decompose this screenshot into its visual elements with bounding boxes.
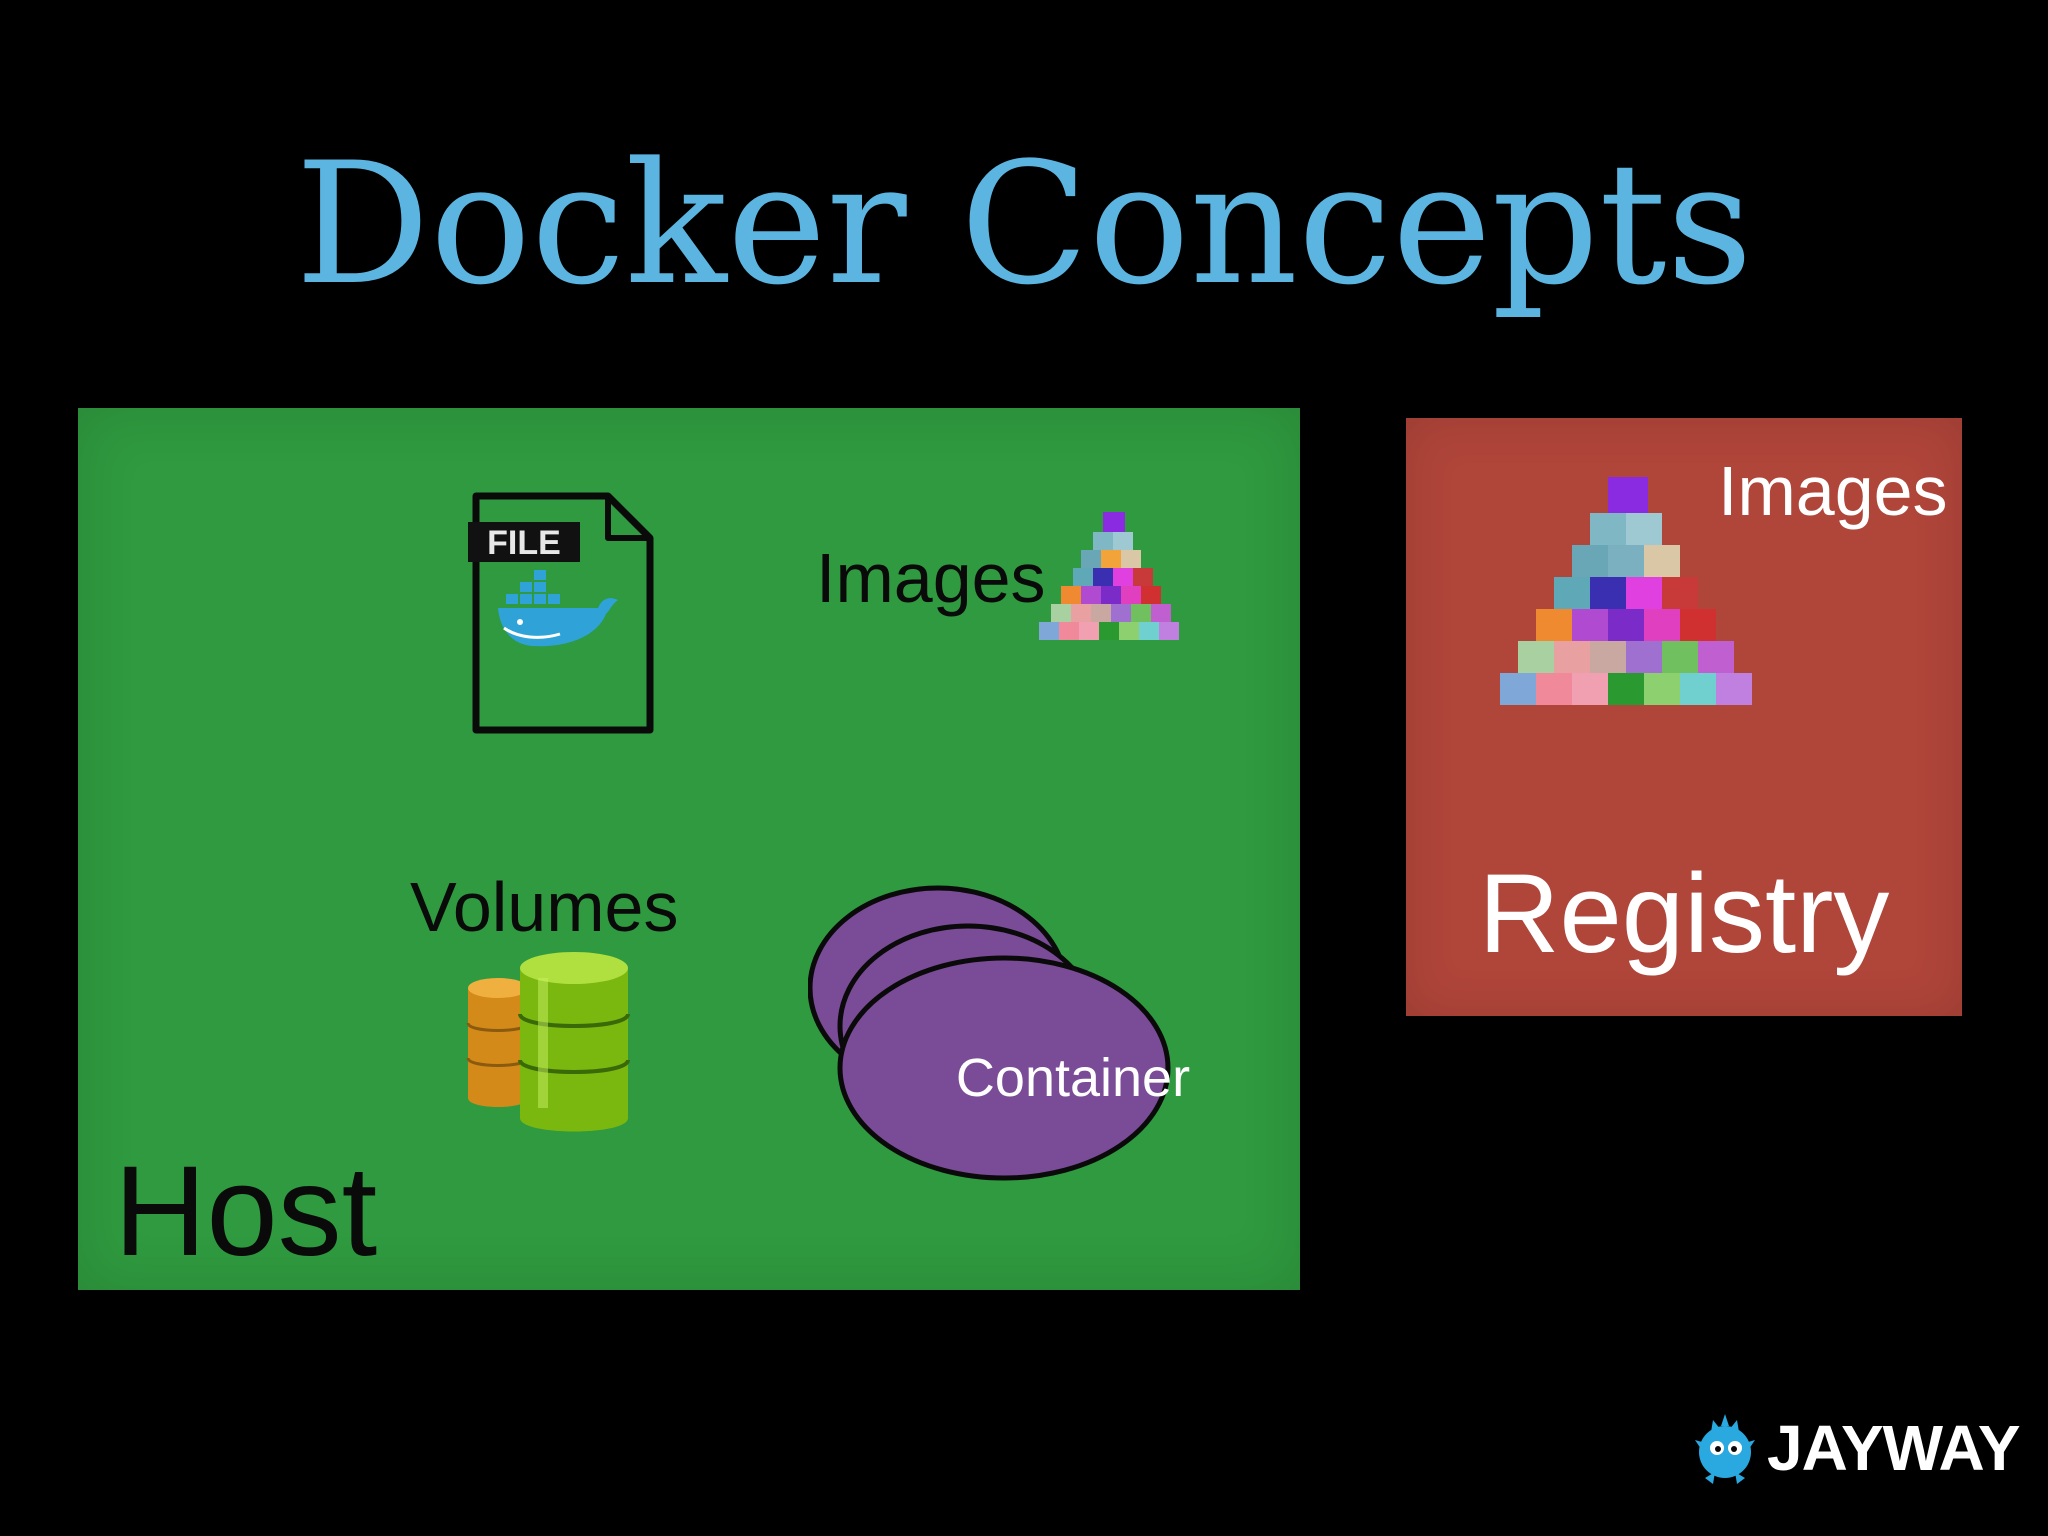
- docker-whale-icon: [498, 570, 618, 647]
- host-panel: FILE Images: [78, 408, 1300, 1290]
- jayway-logo: JAYWAY: [1683, 1410, 2021, 1490]
- jayway-mascot-icon: [1695, 1414, 1755, 1484]
- jayway-logo-text: JAYWAY: [1767, 1412, 2021, 1484]
- file-icon-text: FILE: [487, 524, 561, 562]
- containers-stack: [808, 885, 1171, 1181]
- page-title: Docker Concepts: [295, 126, 1753, 322]
- registry-label: Registry: [1478, 851, 1890, 976]
- registry-images-pyramid-icon: [1500, 477, 1752, 705]
- container-label: Container: [955, 1048, 1191, 1108]
- container-ellipse-front: [837, 955, 1171, 1181]
- volumes-database-icon: [466, 952, 630, 1132]
- host-images-label: Images: [816, 539, 1046, 617]
- registry-images-label: Images: [1718, 452, 1948, 530]
- host-label: Host: [114, 1140, 378, 1283]
- host-images-pyramid-icon: [1039, 512, 1179, 640]
- dockerfile-icon: FILE: [468, 492, 654, 734]
- volumes-label: Volumes: [410, 868, 679, 946]
- registry-panel: Images Registry: [1406, 418, 1962, 1016]
